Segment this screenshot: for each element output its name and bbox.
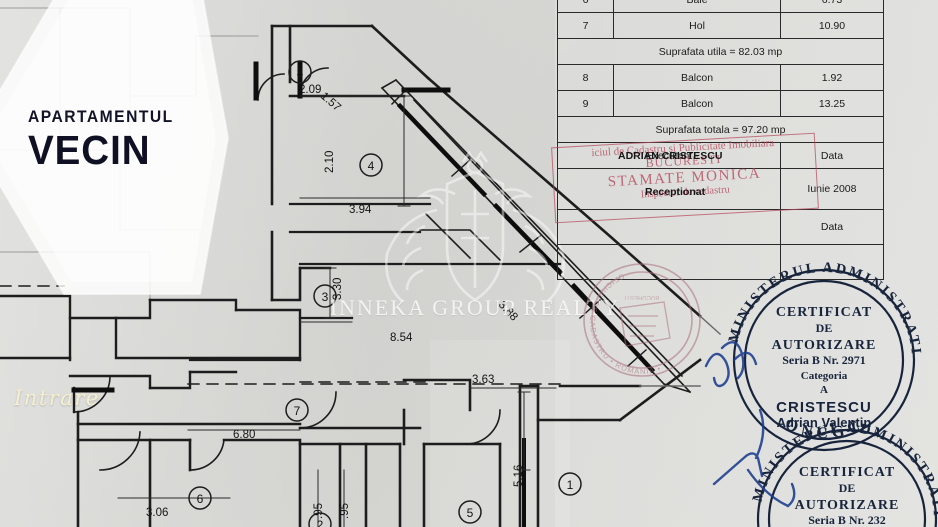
row-area: 6.73 [779, 0, 885, 13]
svg-text:3.30: 3.30 [332, 278, 344, 300]
svg-text:2.10: 2.10 [324, 151, 336, 173]
svg-text:3.94: 3.94 [349, 204, 372, 216]
svg-text:3.06: 3.06 [146, 507, 168, 519]
data-header-2: Data [779, 209, 885, 245]
row-name: Hol [613, 12, 781, 39]
svg-text:1.57: 1.57 [318, 90, 343, 114]
table-footer-header: Executant Data [557, 142, 885, 169]
date-cell: Iunie 2008 [779, 168, 885, 210]
suprafata-totala: Suprafata totala = 97.20 mp [557, 116, 884, 143]
table-row-total: Suprafata utila = 82.03 mp [557, 38, 884, 65]
data-header-1: Data [779, 142, 885, 169]
table-footer-signature [557, 244, 885, 280]
svg-text:2: 2 [317, 518, 324, 527]
svg-text:3: 3 [322, 290, 329, 304]
row-name: Balcon [613, 64, 781, 91]
table-row: 7 Hol 10.90 [556, 12, 885, 39]
row-area: 10.90 [779, 12, 885, 39]
executant-cell [557, 168, 781, 210]
table-row-total: Suprafata totala = 97.20 mp [557, 116, 884, 143]
row-number: 9 [556, 90, 615, 117]
signature-cell [779, 244, 885, 280]
table-footer-receptionat: Data [557, 209, 885, 245]
room-number-markers: 8 4 3 7 6 2 5 1 [188, 60, 582, 527]
table-body: 6 Baie 6.73 7 Hol 10.90 Suprafata utila … [556, 0, 885, 280]
svg-text:6.80: 6.80 [233, 429, 255, 441]
inspector-cell [557, 244, 781, 280]
table-row: 9 Balcon 13.25 [556, 90, 885, 117]
row-area: 1.92 [779, 64, 885, 91]
suprafata-utila: Suprafata utila = 82.03 mp [557, 38, 884, 65]
svg-text:3.63: 3.63 [472, 374, 494, 386]
table-row: 6 Baie 6.73 [556, 0, 885, 13]
svg-text:8.54: 8.54 [390, 332, 413, 344]
svg-text:.95: .95 [313, 503, 325, 519]
row-number: 6 [556, 0, 615, 13]
executant-header: Executant [557, 142, 781, 169]
dimension-labels: 1.57 2.09 2.10 3.94 3.30 8.54 3.88 3.63 … [146, 84, 525, 519]
svg-text:8: 8 [297, 66, 304, 80]
svg-text:3.88: 3.88 [496, 299, 520, 324]
row-number: 7 [556, 12, 615, 39]
receptionat-cell [557, 209, 781, 245]
svg-text:2.09: 2.09 [299, 84, 321, 96]
row-area: 13.25 [779, 90, 885, 117]
row-name: Baie [613, 0, 781, 13]
svg-text:1: 1 [567, 478, 574, 492]
svg-text:4: 4 [368, 159, 375, 173]
row-name: Balcon [613, 90, 781, 117]
svg-text:5.16: 5.16 [513, 465, 525, 487]
row-number: 8 [556, 64, 615, 91]
table-row: 8 Balcon 1.92 [556, 64, 885, 91]
room-area-table: 6 Baie 6.73 7 Hol 10.90 Suprafata utila … [556, 0, 885, 280]
svg-text:.95: .95 [339, 503, 351, 519]
svg-text:7: 7 [294, 404, 301, 418]
svg-text:5: 5 [467, 506, 474, 520]
table-footer-exec: Iunie 2008 [557, 168, 885, 210]
svg-text:6: 6 [197, 492, 204, 506]
